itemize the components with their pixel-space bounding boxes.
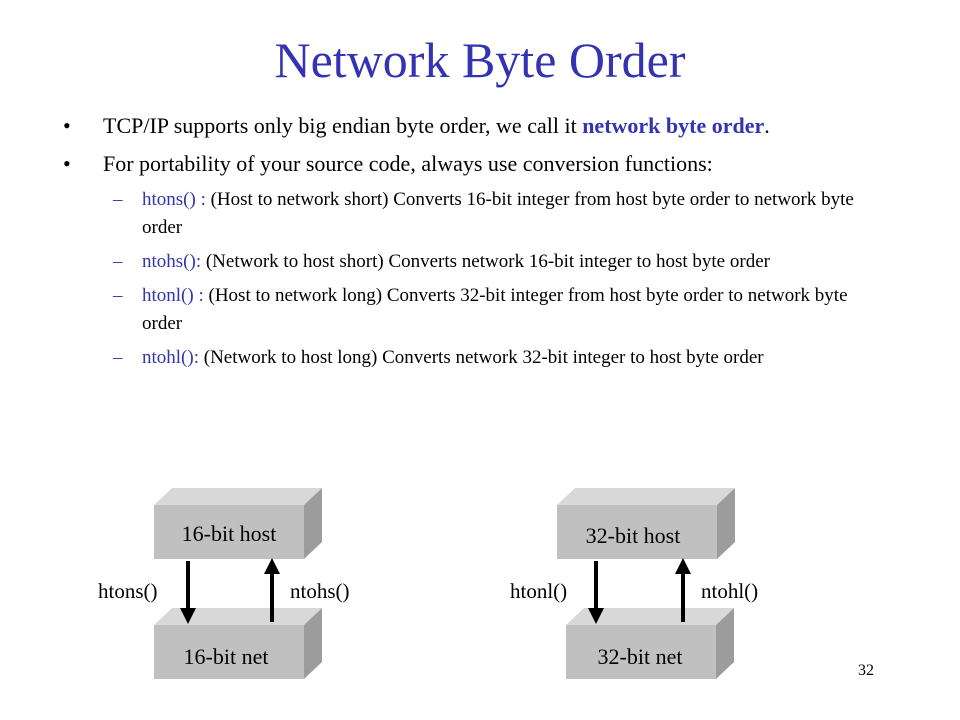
bullet-item: • For portability of your source code, a… [63,148,883,180]
box-label: 16-bit host [182,521,277,546]
function-name: htonl() : [142,285,209,306]
sub-bullet-item: – ntohl(): (Network to host long) Conver… [113,344,883,372]
box-top-face [154,608,322,625]
box-32-bit-host: 32-bit host [557,488,735,559]
box-side-face [716,608,734,679]
box-top-face [154,488,322,505]
function-description: (Host to network short) Converts 16-bit … [142,189,854,238]
sub-bullet-marker: – [113,251,123,272]
sub-bullet-marker: – [113,189,123,210]
box-front-face [154,505,304,559]
box-front-face [154,625,304,679]
page-number: 32 [858,662,874,679]
box-top-face [566,608,734,625]
function-description: (Network to host long) Converts network … [203,347,764,368]
sub-bullet-item: – htonl() : (Host to network long) Conve… [113,282,883,338]
box-top-face [557,488,735,505]
box-side-face [304,488,322,559]
highlight-term: network byte order [582,113,765,138]
box-side-face [717,488,735,559]
box-16-bit-host: 16-bit host [154,488,322,559]
box-label: 32-bit host [586,523,681,548]
label-htons: htons() [98,579,158,603]
box-front-face [566,625,716,679]
label-htonl: htonl() [510,579,567,603]
label-ntohl: ntohl() [701,579,758,603]
function-name: ntohs(): [142,251,206,272]
bullet-item: • TCP/IP supports only big endian byte o… [63,110,883,142]
sub-bullet-marker: – [113,285,123,306]
bullet-marker: • [63,113,71,138]
bullet-text: For portability of your source code, alw… [103,151,713,176]
sub-bullet-item: – htons() : (Host to network short) Conv… [113,186,883,242]
sub-bullet-item: – ntohs(): (Network to host short) Conve… [113,248,883,276]
box-front-face [557,505,717,559]
box-16-bit-net: 16-bit net [154,608,322,679]
box-side-face [304,608,322,679]
label-ntohs: ntohs() [290,579,350,603]
function-description: (Network to host short) Converts network… [205,251,770,272]
function-name: htons() : [142,189,211,210]
function-name: ntohl(): [142,347,204,368]
box-label: 16-bit net [184,644,269,669]
slide-title: Network Byte Order [274,32,686,88]
function-description: (Host to network long) Converts 32-bit i… [142,285,848,334]
bullet-marker: • [63,151,71,176]
bullet-list: • TCP/IP supports only big endian byte o… [63,110,883,378]
box-label: 32-bit net [598,644,683,669]
sub-bullet-list: – htons() : (Host to network short) Conv… [113,186,883,372]
bullet-text-end: . [764,113,770,138]
sub-bullet-marker: – [113,347,123,368]
bullet-text: TCP/IP supports only big endian byte ord… [103,113,583,138]
box-32-bit-net: 32-bit net [566,608,734,679]
